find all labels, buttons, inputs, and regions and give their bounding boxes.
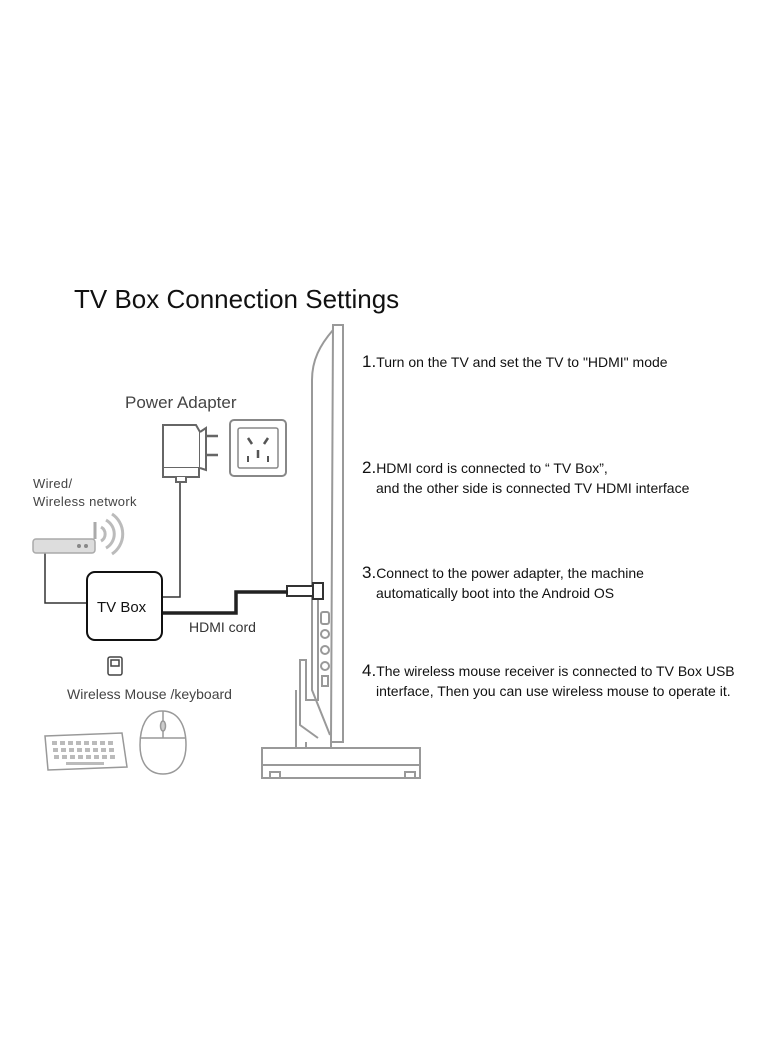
step-4: 4.The wireless mouse receiver is connect… xyxy=(362,661,735,701)
network-cable xyxy=(44,553,88,604)
power-adapter-label: Power Adapter xyxy=(125,393,237,412)
step-3-line-2: automatically boot into the Android OS xyxy=(376,585,615,601)
tv-side-view-icon xyxy=(261,324,421,779)
hdmi-cord-label: HDMI cord xyxy=(189,619,256,635)
step-2-line-1: HDMI cord is connected to “ TV Box”, xyxy=(376,460,608,476)
page-title: TV Box Connection Settings xyxy=(74,284,400,314)
network-label: Wired/ Wireless network xyxy=(33,475,137,511)
step-1: 1.Turn on the TV and set the TV to "HDMI… xyxy=(362,352,668,372)
mouse-icon xyxy=(139,710,187,775)
step-3: 3.Connect to the power adapter, the mach… xyxy=(362,563,644,603)
step-2-number: 2. xyxy=(362,458,377,477)
step-2-line-2: and the other side is connected TV HDMI … xyxy=(376,480,690,496)
step-4-number: 4. xyxy=(362,661,377,680)
step-3-number: 3. xyxy=(362,563,377,582)
usb-receiver-icon xyxy=(107,656,123,676)
mouse-keyboard-label: Wireless Mouse /keyboard xyxy=(67,686,232,702)
hdmi-plug-icon xyxy=(286,582,324,600)
hdmi-cable xyxy=(162,590,288,615)
router-icon xyxy=(32,512,125,556)
power-cable xyxy=(162,480,181,598)
wall-socket-icon xyxy=(229,419,287,477)
network-label-line1: Wired/ xyxy=(33,476,73,491)
wifi-signal-icon xyxy=(100,512,125,556)
power-adapter-icon xyxy=(162,424,218,483)
step-3-line-1: Connect to the power adapter, the machin… xyxy=(376,565,644,581)
tv-box-label: TV Box xyxy=(97,599,147,616)
step-4-line-1: The wireless mouse receiver is connected… xyxy=(376,663,735,679)
step-4-line-2: interface, Then you can use wireless mou… xyxy=(376,683,731,699)
keyboard-icon xyxy=(44,732,128,771)
step-1-number: 1. xyxy=(362,352,377,371)
tv-box-icon xyxy=(86,571,163,641)
network-label-line2: Wireless network xyxy=(33,494,137,509)
step-2: 2.HDMI cord is connected to “ TV Box”, a… xyxy=(362,458,689,498)
step-1-line-1: Turn on the TV and set the TV to "HDMI" … xyxy=(376,354,668,370)
